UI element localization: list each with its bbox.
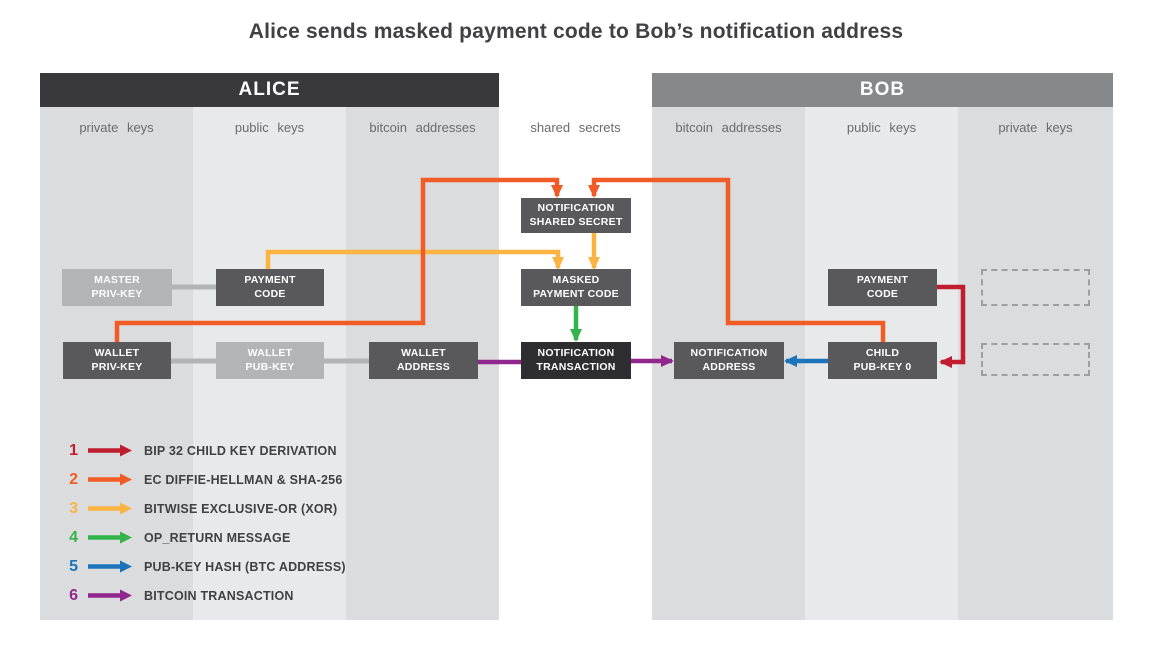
legend-arrow-icon [88, 444, 132, 457]
legend-label: BIP 32 CHILD KEY DERIVATION [144, 443, 337, 458]
legend-row-6: 6 BITCOIN TRANSACTION [56, 581, 346, 610]
legend-number: 4 [69, 528, 78, 546]
masked-payment-code-label-line: MASKED [552, 273, 600, 286]
legend-number: 5 [69, 557, 78, 575]
legend-label: BITWISE EXCLUSIVE-OR (XOR) [144, 501, 338, 516]
notification-shared-secret-label-line: NOTIFICATION [537, 201, 615, 214]
legend-label: OP_RETURN MESSAGE [144, 530, 291, 545]
diagram-title: Alice sends masked payment code to Bob’s… [248, 20, 904, 43]
legend-label: BITCOIN TRANSACTION [144, 588, 294, 603]
legend-row-5: 5 PUB-KEY HASH (BTC ADDRESS) [56, 552, 346, 581]
bob-private-keys-column [958, 107, 1113, 620]
alice-private-keys-label: private keys [79, 120, 154, 135]
notification-transaction-label-line: NOTIFICATION [537, 346, 615, 359]
legend-arrow-icon [88, 589, 132, 602]
notification-shared-secret-label-line: SHARED SECRET [529, 215, 623, 228]
bob-bitcoin-addresses-column [652, 107, 805, 620]
legend-row-1: 1 BIP 32 CHILD KEY DERIVATION [56, 436, 346, 465]
legend: 1 BIP 32 CHILD KEY DERIVATION 2 EC DIFFIE-H… [56, 436, 346, 610]
legend-arrow-icon [88, 560, 132, 573]
alice-bitcoin-addresses-column [346, 107, 499, 620]
legend-arrow-icon [88, 531, 132, 544]
legend-arrow-icon [88, 502, 132, 515]
bob-public-keys-label: public keys [846, 120, 917, 135]
legend-arrow-icon [88, 473, 132, 486]
legend-row-4: 4 OP_RETURN MESSAGE [56, 523, 346, 552]
legend-label: EC DIFFIE-HELLMAN & SHA-256 [144, 472, 343, 487]
bob-bitcoin-addresses-label: bitcoin addresses [675, 120, 782, 135]
legend-number: 3 [69, 499, 78, 517]
legend-row-2: 2 EC DIFFIE-HELLMAN & SHA-256 [56, 465, 346, 494]
legend-number: 2 [69, 470, 78, 488]
bob-private-keys-label: private keys [998, 120, 1073, 135]
shared-secrets-label: shared secrets [530, 120, 621, 135]
bob-header-bar: BOB [652, 73, 1113, 107]
alice-header-bar: ALICE [40, 73, 499, 107]
legend-number: 1 [69, 441, 78, 459]
notification-transaction-label-line: TRANSACTION [536, 360, 616, 373]
legend-number: 6 [69, 586, 78, 604]
masked-payment-code-label-line: PAYMENT CODE [533, 287, 619, 300]
legend-row-3: 3 BITWISE EXCLUSIVE-OR (XOR) [56, 494, 346, 523]
legend-label: PUB-KEY HASH (BTC ADDRESS) [144, 559, 346, 574]
bob-public-keys-column [805, 107, 958, 620]
alice-public-keys-label: public keys [234, 120, 305, 135]
alice-bitcoin-addresses-label: bitcoin addresses [369, 120, 476, 135]
